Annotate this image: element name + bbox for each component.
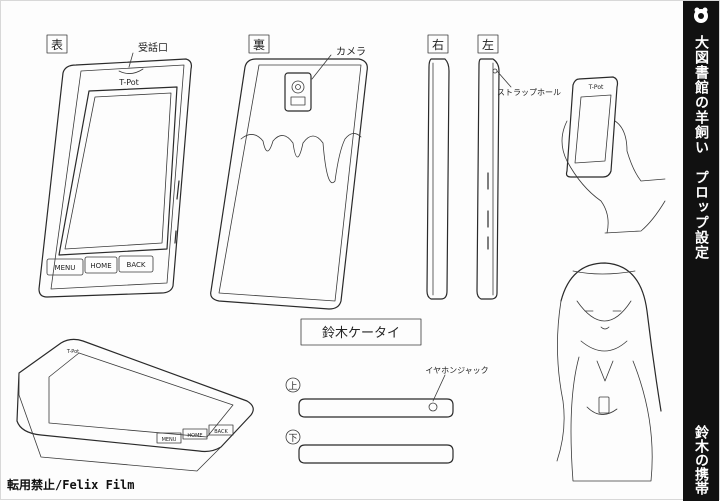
right-side-view: 右	[426, 34, 450, 300]
earphone-jack-label: イヤホンジャック	[425, 366, 488, 375]
front-label-box	[46, 34, 68, 54]
top-view: 上 イヤホンジャック	[285, 366, 489, 418]
strap-hole-label: ストラップホール	[497, 88, 561, 97]
sheet-subtitle: 鈴木の携帯	[693, 425, 709, 495]
back-label: 裏	[253, 37, 265, 52]
prop-name-box: 鈴木ケータイ	[300, 318, 422, 346]
copyright-footer: 転用禁止/Felix Film	[7, 478, 135, 492]
persp-home-button: HOME	[187, 433, 202, 439]
front-back-button: BACK	[127, 261, 146, 269]
persp-back-button: BACK	[214, 429, 228, 435]
receiver-label: 受話口	[138, 41, 168, 54]
persp-menu-button: MENU	[162, 437, 177, 443]
hand-reference: T-Pot	[561, 76, 666, 234]
bottom-label: 下	[288, 434, 297, 444]
bottom-view: 下	[285, 429, 454, 464]
sheep-logo-icon	[694, 7, 708, 23]
camera-label: カメラ	[336, 46, 366, 58]
sheet-title: 大図書館の羊飼い プロップ設定	[693, 35, 709, 260]
back-view: 裏 カメラ	[210, 34, 368, 310]
persp-brand: T-Pot	[66, 349, 79, 355]
left-side-view: 左 ストラップホール	[476, 34, 561, 300]
character-sketch	[556, 262, 662, 482]
prop-name: 鈴木ケータイ	[322, 326, 400, 341]
hand-phone-brand: T-Pot	[588, 84, 604, 91]
top-label: 上	[288, 381, 297, 392]
front-view: 表 T-Pot MENU HOME BACK 受話口	[38, 34, 193, 298]
front-home-button: HOME	[90, 262, 111, 270]
perspective-view: MENU HOME BACK T-Pot	[16, 338, 254, 472]
title-sidebar: 大図書館の羊飼い プロップ設定 鈴木の携帯	[683, 1, 719, 501]
front-menu-button: MENU	[55, 264, 76, 272]
front-brand: T-Pot	[118, 78, 139, 87]
front-label: 表	[51, 38, 63, 52]
left-label: 左	[482, 37, 494, 52]
right-label: 右	[432, 37, 444, 52]
